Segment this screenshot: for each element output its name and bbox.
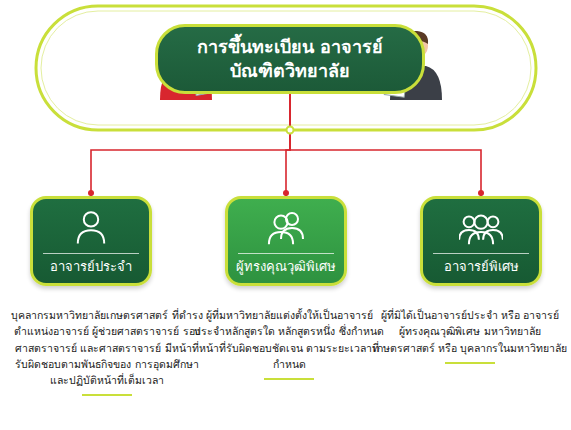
divider-line <box>43 253 139 254</box>
category-box: ผู้ทรงคุณวุฒิพิเศษผู้ที่มหาวิทยาลัยแต่งต… <box>225 196 347 286</box>
connector-line <box>91 94 290 196</box>
category-label: อาจารย์พิเศษ <box>427 259 535 276</box>
connector-line <box>290 94 481 196</box>
outer-ring <box>36 6 536 130</box>
ring-dot <box>287 127 294 134</box>
category-box: อาจารย์พิเศษผู้ที่มิได้เป็นอาจารย์ประจำ … <box>420 196 542 286</box>
people-icon <box>459 209 503 249</box>
accent-underline <box>445 362 495 364</box>
people-icon <box>69 209 113 249</box>
category-description: ผู้ที่มิได้เป็นอาจารย์ประจำ หรือ อาจารย์… <box>372 307 568 356</box>
category-box: อาจารย์ประจำบุคลากรมหาวิทยาลัยเกษตรศาสตร… <box>30 196 152 286</box>
divider-line <box>433 253 529 254</box>
inner-ring <box>41 11 531 125</box>
accent-underline <box>264 378 314 380</box>
category-label: อาจารย์ประจำ <box>37 259 145 276</box>
people-icon <box>264 209 308 249</box>
divider-line <box>238 253 334 254</box>
accent-underline <box>82 394 132 396</box>
title-box: การขึ้นทะเบียน อาจารย์บัณฑิตวิทยาลัย <box>155 24 425 94</box>
category-label: ผู้ทรงคุณวุฒิพิเศษ <box>232 259 340 276</box>
title-text: การขึ้นทะเบียน อาจารย์บัณฑิตวิทยาลัย <box>188 35 393 84</box>
category-description: บุคลากรมหาวิทยาลัยเกษตรศาสตร์ ที่ดำรงตำแ… <box>9 307 205 388</box>
category-description: ผู้ที่มหาวิทยาลัยแต่งตั้งให้เป็นอาจารย์ … <box>191 307 387 372</box>
